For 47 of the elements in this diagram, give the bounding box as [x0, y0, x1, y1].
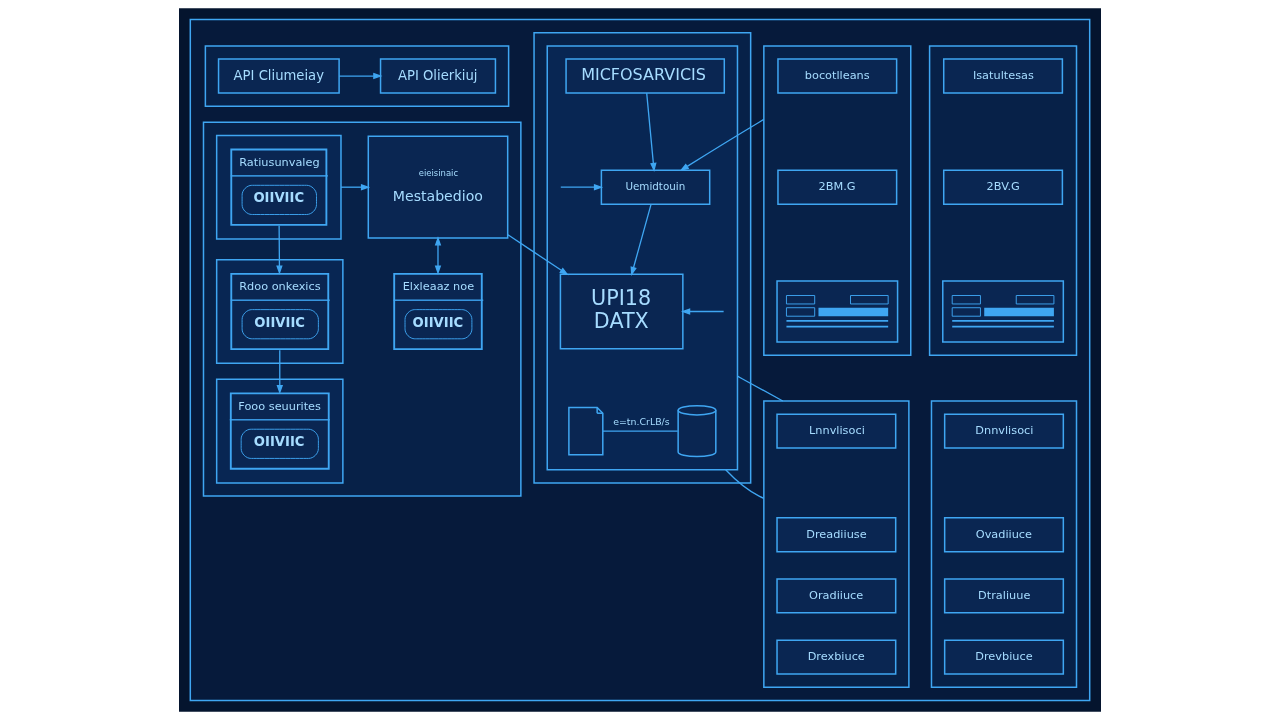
node-box: Ovadiiuce: [943, 517, 1065, 553]
node-picture: [776, 280, 899, 343]
node-box: 2BV.G: [942, 169, 1064, 205]
cluster: [215, 378, 344, 484]
node-box: 2BM.G: [777, 169, 898, 205]
node-box: API Cliumeiay: [217, 58, 340, 94]
arrow: [507, 234, 569, 276]
node-box: Drexbiuce: [776, 639, 897, 675]
arrow: [630, 203, 652, 277]
node-box: Drevbiuce: [943, 639, 1065, 675]
cluster: [763, 45, 912, 357]
arrow: [681, 308, 725, 315]
cluster: [215, 258, 344, 365]
edge-label: e=tn.CrLB/s: [613, 416, 670, 428]
cluster: [533, 31, 752, 484]
node-box: Dreadiiuse: [776, 517, 897, 553]
arrow: [434, 236, 442, 275]
arrow: [560, 183, 604, 191]
node-picture: [942, 280, 1065, 343]
node-box: bocotlleans: [777, 58, 898, 94]
connector: [736, 375, 784, 402]
cluster: [928, 45, 1078, 357]
node-box: Dtraliuue: [943, 578, 1065, 614]
node-box: Isatultesas: [942, 58, 1064, 94]
node-box: Lnnvlisoci: [776, 413, 897, 449]
node-box: eieisinaic Mestabedioo: [367, 135, 509, 239]
cluster: [202, 121, 522, 497]
connector: [602, 430, 679, 432]
arrow: [679, 118, 765, 172]
node-box: Oradiiuce: [776, 578, 897, 614]
connector: [725, 469, 765, 499]
cluster: [930, 400, 1078, 689]
node-box: UPI18 DATX: [559, 273, 684, 350]
cluster: [546, 45, 739, 471]
node-box: Dnnvlisoci: [943, 413, 1065, 449]
cluster: [204, 45, 510, 107]
node-box: Uemidtouin: [600, 169, 711, 205]
arrow: [276, 225, 283, 275]
node-box: MICFOSARVICIS: [565, 58, 726, 94]
cluster: [215, 134, 342, 240]
arrow: [340, 183, 371, 191]
arrow: [646, 92, 657, 173]
cluster: [189, 18, 1091, 702]
arrow: [276, 349, 283, 395]
cluster: [763, 400, 910, 689]
arrow: [338, 72, 383, 80]
node-box: API Olierkiuj: [379, 58, 497, 94]
